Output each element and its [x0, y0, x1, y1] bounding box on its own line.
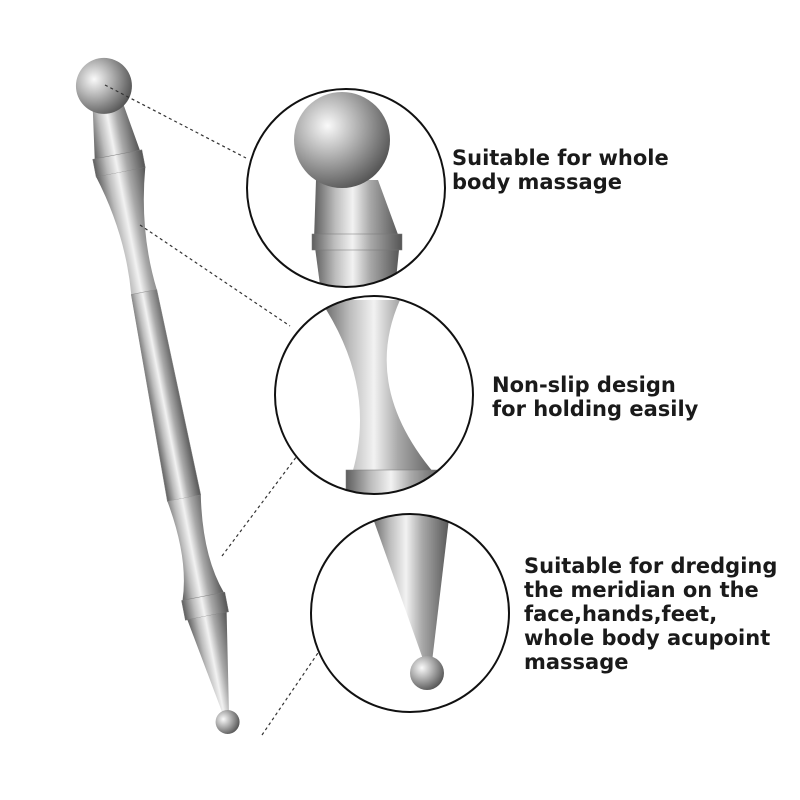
leader-lines	[104, 84, 321, 736]
feature-caption-acupoint: Suitable for dredging the meridian on th…	[524, 554, 777, 674]
stick-lower-grip	[167, 494, 224, 601]
detail-circle-tip	[310, 513, 510, 713]
caption-line: whole body acupoint	[524, 626, 771, 650]
caption-line: Non-slip design	[492, 373, 676, 397]
stick-top-neck	[92, 100, 140, 159]
caption-line: body massage	[452, 170, 622, 194]
stick-shaft	[130, 289, 202, 502]
leader-line-4	[261, 649, 321, 736]
detail-circle-grip	[274, 295, 474, 495]
leader-line-2	[139, 224, 291, 327]
massage-stick	[75, 57, 240, 734]
leader-line-1	[104, 84, 247, 159]
leader-line-3	[221, 451, 301, 557]
caption-line: Suitable for dredging	[524, 554, 778, 578]
caption-line: Suitable for whole	[452, 146, 669, 170]
caption-line: the meridian on the	[524, 578, 759, 602]
detail-circle-head	[246, 88, 446, 288]
caption-line: for holding easily	[492, 397, 699, 421]
stick-cone	[187, 612, 230, 715]
feature-caption-non-slip: Non-slip design for holding easily	[492, 373, 698, 421]
feature-caption-whole-body: Suitable for whole body massage	[452, 146, 669, 194]
caption-line: massage	[524, 650, 629, 674]
stick-top-ball	[75, 57, 132, 114]
stick-tip-ball	[215, 709, 240, 734]
stick-upper-grip	[96, 167, 157, 295]
caption-line: face,hands,feet,	[524, 602, 718, 626]
